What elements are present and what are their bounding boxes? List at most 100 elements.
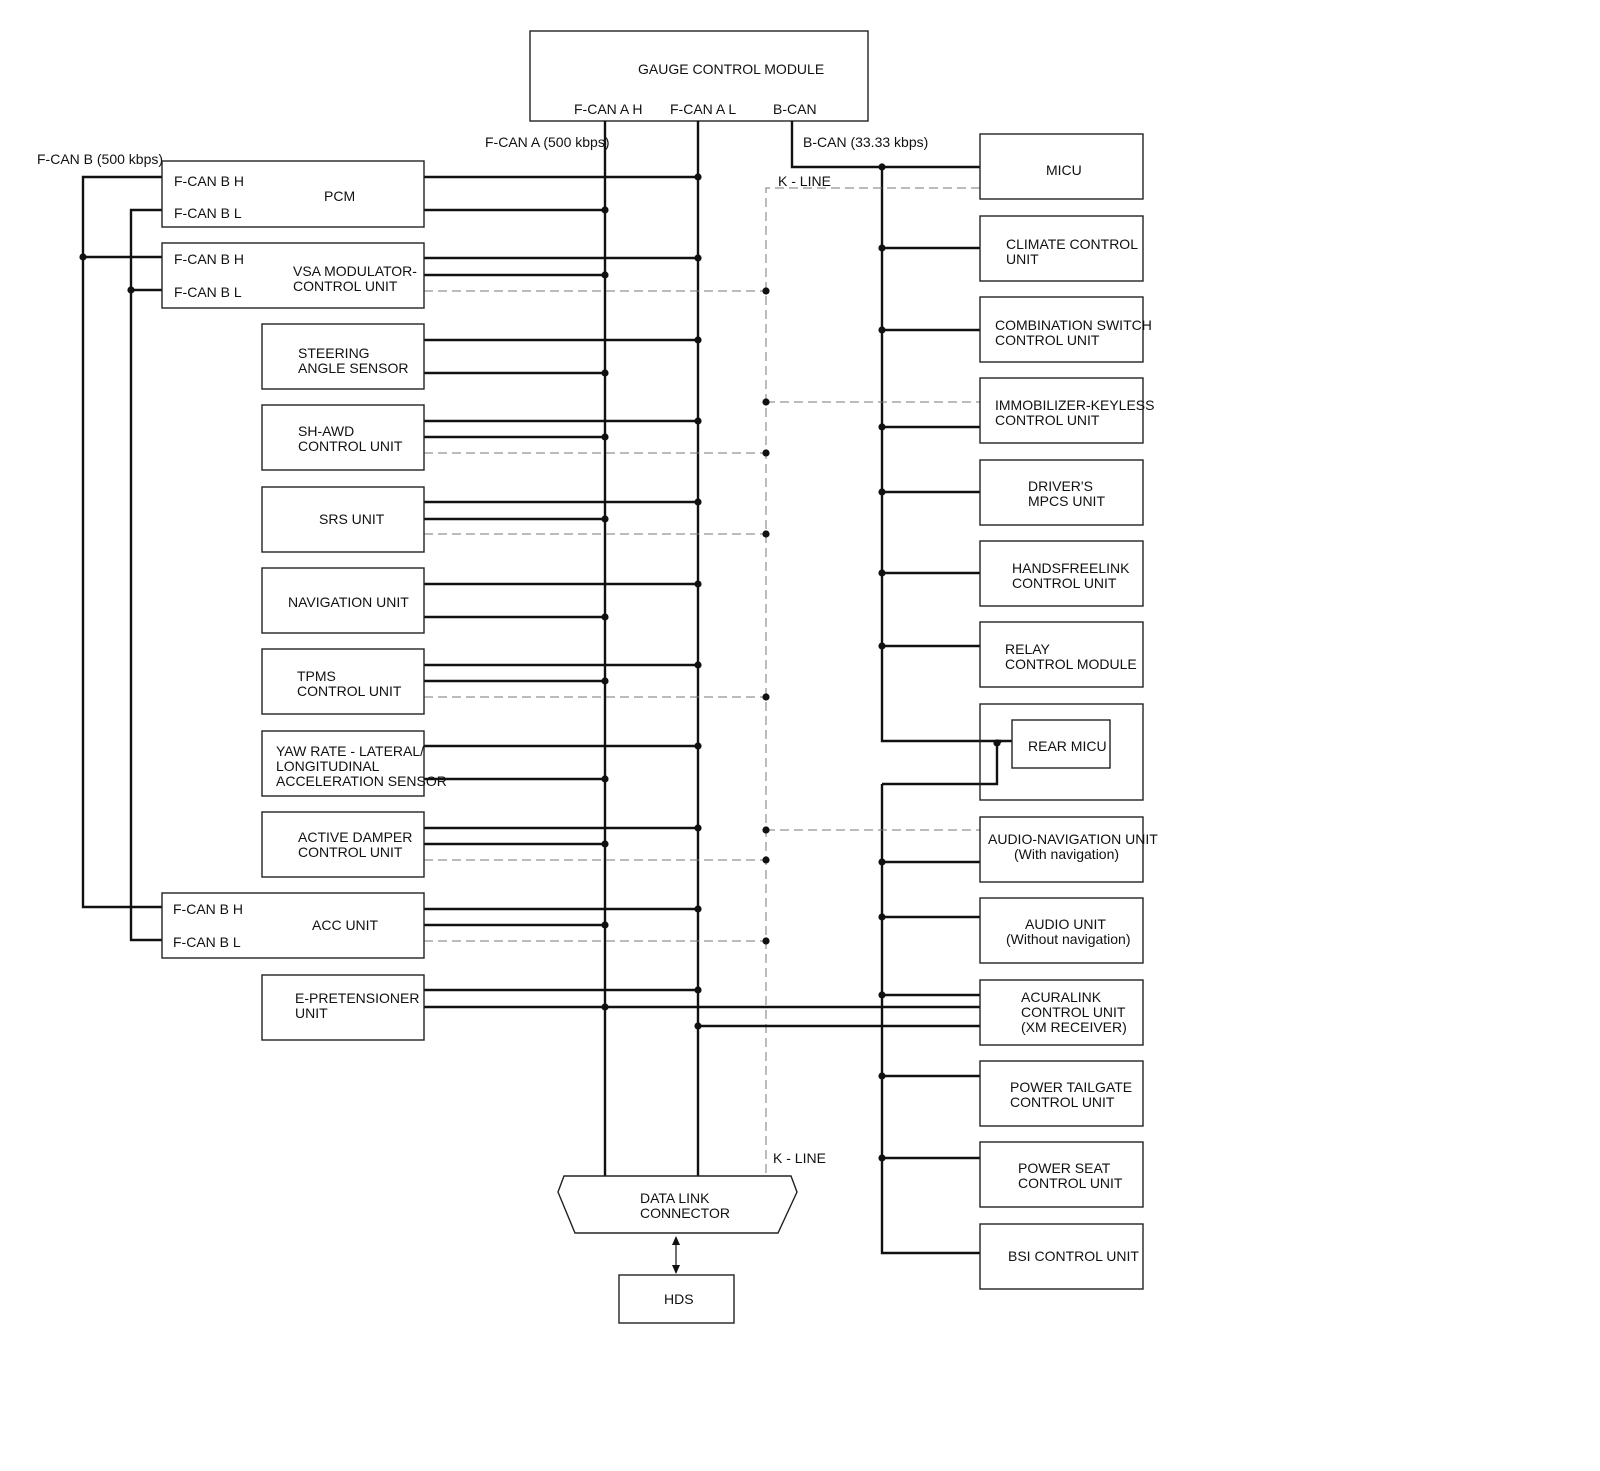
gauge-port-fcan-a-h: F-CAN A H <box>574 101 642 117</box>
junction-dot <box>694 661 702 669</box>
junction-dot <box>878 858 886 866</box>
unit-audio: AUDIO UNIT(Without navigation) <box>979 897 1144 964</box>
junction-dot <box>694 336 702 344</box>
tpms-taps <box>424 663 698 683</box>
unit-micu: MICU <box>979 133 1144 200</box>
tailgate-box <box>979 1060 1144 1127</box>
unit-srs: SRS UNIT <box>261 486 425 553</box>
junction-dot <box>878 642 886 650</box>
steering-taps <box>424 338 698 375</box>
hds-link-arrow-down <box>672 1265 680 1274</box>
climate-box <box>979 215 1144 282</box>
junction-dot <box>694 824 702 832</box>
bcan-bus-lower <box>880 784 980 1255</box>
acc-box <box>161 892 425 959</box>
srs-name: SRS UNIT <box>319 511 385 527</box>
junction-dot <box>694 986 702 994</box>
pcm-taps <box>424 175 698 212</box>
relay-box <box>979 621 1144 688</box>
srs-box <box>261 486 425 553</box>
junction-dot <box>762 287 770 295</box>
junction-dot <box>878 913 886 921</box>
pcm-box <box>161 160 425 228</box>
bcan-bus-label: B-CAN (33.33 kbps) <box>803 134 928 150</box>
junction-dot <box>601 840 609 848</box>
immobilizer-box <box>979 377 1144 444</box>
junction-dot <box>762 856 770 864</box>
combination-box <box>979 296 1144 363</box>
junction-dot <box>878 569 886 577</box>
junction-dot <box>694 173 702 181</box>
junction-dot <box>601 271 609 279</box>
yaw-box <box>261 730 425 797</box>
epretensioner-taps <box>424 988 980 1009</box>
junction-dot <box>694 498 702 506</box>
gauge-control-module: GAUGE CONTROL MODULE F-CAN A H F-CAN A L… <box>529 30 869 122</box>
junction-dot <box>601 369 609 377</box>
data-link-connector-shape <box>557 1175 798 1234</box>
junction-dot <box>878 991 886 999</box>
junction-dot <box>878 244 886 252</box>
acc-taps <box>424 907 698 927</box>
pcm-name: PCM <box>324 188 355 204</box>
damper-taps <box>424 826 698 846</box>
unit-audio-navigation: AUDIO-NAVIGATION UNIT(With navigation) <box>979 816 1158 883</box>
srs-taps <box>424 500 698 521</box>
gauge-port-bcan: B-CAN <box>773 101 817 117</box>
gauge-control-module-title: GAUGE CONTROL MODULE <box>638 61 824 77</box>
handsfree-box <box>979 540 1144 607</box>
seat-box <box>979 1141 1144 1208</box>
bsi-box <box>979 1223 1144 1290</box>
unit-acc: F-CAN B H F-CAN B L ACC UNIT <box>161 892 425 959</box>
damper-box <box>261 811 425 878</box>
junction-dot <box>127 286 135 294</box>
fcan-a-bus-label: F-CAN A (500 kbps) <box>485 134 610 150</box>
rear-micu-name: REAR MICU <box>1028 738 1107 754</box>
acc-fcan-b-l-port: F-CAN B L <box>173 934 241 950</box>
audio-nav-box <box>979 816 1144 883</box>
shawd-taps <box>424 419 698 439</box>
hds-box <box>618 1274 735 1324</box>
unit-pcm: F-CAN B H F-CAN B L PCM <box>161 160 425 228</box>
gauge-port-fcan-a-l: F-CAN A L <box>670 101 736 117</box>
junction-dot <box>601 921 609 929</box>
acc-fcan-b-h-port: F-CAN B H <box>173 901 243 917</box>
junction-dot <box>694 742 702 750</box>
junction-dot <box>694 254 702 262</box>
epretensioner-box <box>261 974 425 1041</box>
left-taps <box>424 175 980 1028</box>
pcm-fcan-b-h-port: F-CAN B H <box>174 173 244 189</box>
bcan-feed-line <box>790 121 980 169</box>
junction-dot <box>694 417 702 425</box>
k-line-label-top: K - LINE <box>778 173 831 189</box>
acuralink-box <box>979 979 1144 1046</box>
micu-name: MICU <box>1046 162 1082 178</box>
mpcs-box <box>979 459 1144 526</box>
junction-dot <box>878 326 886 334</box>
acc-name: ACC UNIT <box>312 917 379 933</box>
k-line-label-bottom: K - LINE <box>773 1150 826 1166</box>
steering-box <box>261 323 425 390</box>
junction-dots <box>79 163 1001 1162</box>
junction-dot <box>601 433 609 441</box>
rear-micu-outer-box <box>979 703 1144 801</box>
bsi-name: BSI CONTROL UNIT <box>1008 1248 1139 1264</box>
junction-dot <box>762 826 770 834</box>
bcan-lower-taps <box>882 860 980 1160</box>
